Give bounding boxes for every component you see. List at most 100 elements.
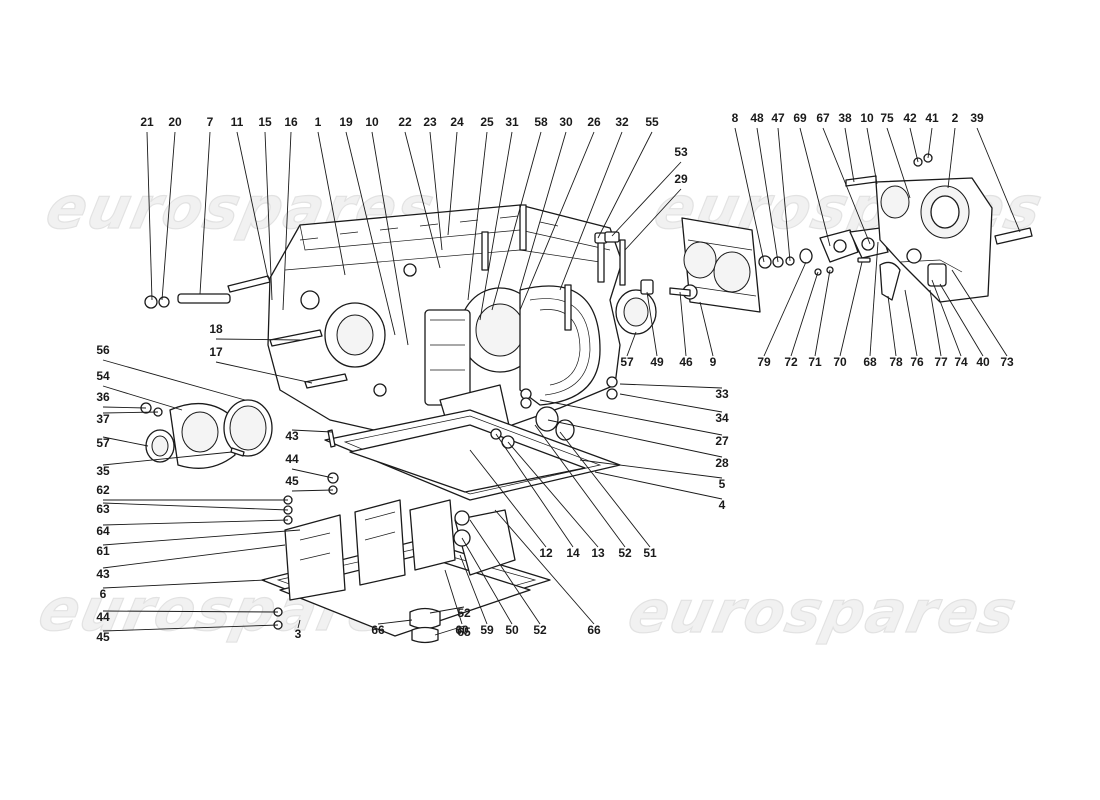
leader-line [947,127,956,189]
leader-line [626,331,637,357]
leader-line [236,131,269,279]
callout-label: 75 [880,111,894,125]
callout-label: 45 [96,630,110,644]
leader-line [869,241,879,357]
callout-label: 77 [934,355,948,369]
leader-line [929,289,942,357]
watermark-top-left: eurospares [41,175,442,242]
leader-line [939,283,984,357]
leader-line [844,127,855,183]
callout-label: 40 [976,355,990,369]
leader-line [904,289,918,357]
leader-line [102,624,279,632]
leader-line [102,436,149,447]
leader-line [404,131,441,269]
leader-line [291,429,333,433]
leader-line [377,619,413,625]
leader-line [494,509,595,625]
callout-label: 25 [480,115,494,129]
callout-label: 9 [710,355,717,369]
leader-line [951,269,1008,357]
callout-label: 62 [96,483,110,497]
leader-line [447,131,458,236]
callout-label: 57 [96,436,110,450]
callout-label: 11 [231,115,244,129]
callout-label: 56 [96,343,110,357]
callout-label: 24 [450,115,464,129]
callout-label: 1 [315,115,322,129]
leader-line [291,489,334,492]
leader-line [839,261,863,357]
callout-label: 35 [96,464,110,478]
leader-line [790,271,819,357]
callout-label: 48 [750,111,764,125]
callout-label: 16 [284,115,298,129]
callout-label: 4 [719,498,726,512]
callout-label: 66 [587,623,601,637]
leader-line [429,606,465,614]
leader-line [887,295,897,357]
rear-cover-plate [669,217,795,313]
callout-label: 5 [719,477,726,491]
callout-label: 18 [209,322,223,336]
callout-label: 37 [96,412,110,426]
leader-line [579,459,723,479]
callout-label: 15 [258,115,272,129]
leader-line [866,127,878,185]
callout-label: 79 [757,355,771,369]
callout-label: 23 [423,115,437,129]
leader-line [102,385,183,411]
leader-line [763,261,807,357]
callout-label: 54 [96,369,110,383]
callout-label: 64 [96,524,110,538]
leader-line [777,127,791,262]
leader-line [102,529,301,546]
leader-line [534,424,626,548]
callout-label: 30 [559,115,573,129]
callout-label: 22 [398,115,412,129]
leader-line [822,127,871,245]
callout-label: 44 [96,610,110,624]
leader-lines [102,127,1021,636]
callout-label: 45 [285,474,299,488]
callout-label: 12 [539,546,553,560]
callout-label: 65 [457,625,471,639]
leader-line [594,471,723,500]
callout-label: 52 [457,606,471,620]
leader-line [371,131,409,346]
leader-line [814,269,831,357]
callout-label: 73 [1000,355,1014,369]
oil-pump-assembly [799,153,1033,303]
leader-line [102,359,246,401]
callout-label: 63 [96,502,110,516]
callout-label: 55 [645,115,659,129]
leader-line [102,451,233,466]
leader-line [539,399,723,436]
callout-label: 32 [615,115,629,129]
leader-line [931,279,962,357]
callout-label: 78 [889,355,903,369]
leader-line [619,393,723,413]
callout-label: 39 [970,111,984,125]
leader-line [734,127,765,263]
leader-line [444,569,463,625]
leader-line [317,131,346,276]
leader-line [507,441,599,548]
callout-label: 69 [793,111,807,125]
gearbox-casing [267,204,626,441]
leader-line [282,131,292,311]
callout-label: 71 [808,355,822,369]
callout-label: 14 [566,546,580,560]
leader-line [611,161,682,237]
leader-line [624,188,682,251]
leader-line [161,131,176,301]
callout-label: 59 [480,623,494,637]
callout-label: 68 [863,355,877,369]
callout-label: 60 [455,623,469,637]
callout-label: 41 [925,111,939,125]
leader-line [215,338,301,341]
callout-label: 67 [816,111,830,125]
callout-label: 13 [591,546,605,560]
callout-label: 28 [715,456,729,470]
